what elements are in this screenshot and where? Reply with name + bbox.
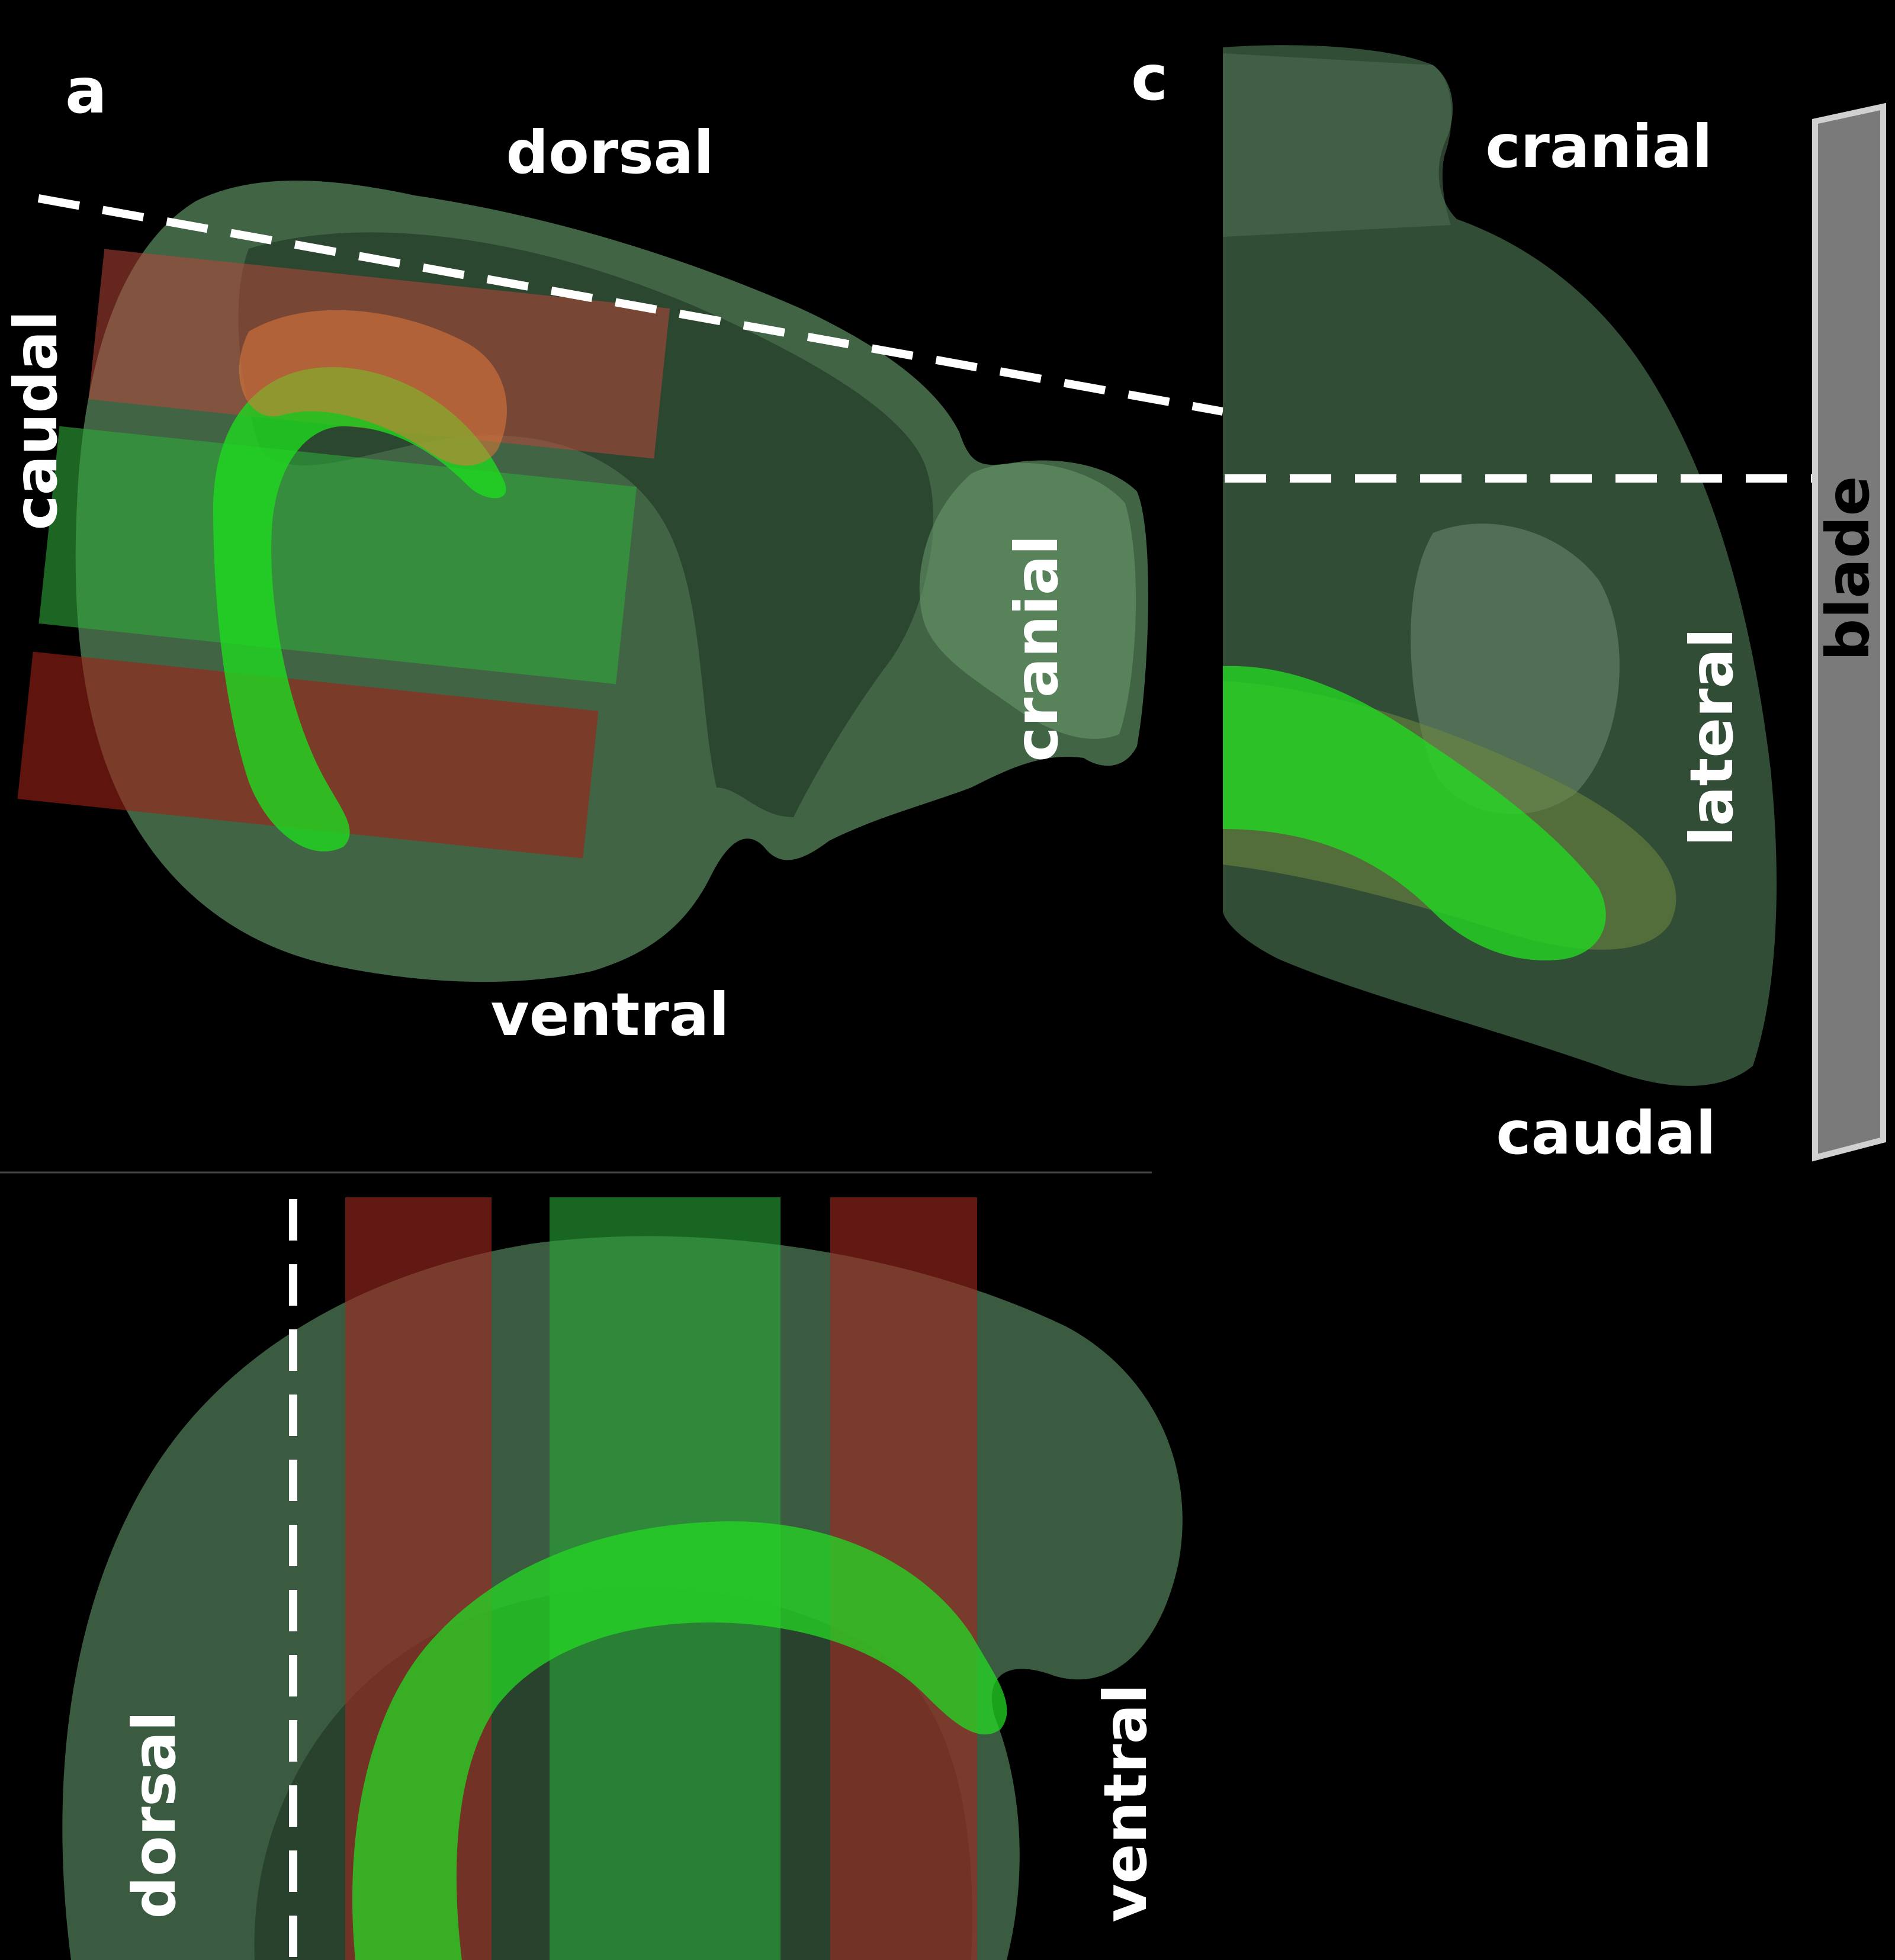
- panel-a-label-ventral: ventral: [490, 980, 729, 1049]
- panel-c-hippocampus: [1223, 666, 1606, 960]
- panel-a-letter: a: [65, 55, 107, 127]
- panel-b-label-ventral: ventral: [1091, 1683, 1160, 1922]
- panel-a-cranial-lobe: [919, 462, 1136, 739]
- panel-c-letter: c: [1131, 42, 1168, 114]
- panel-a-dashed-cut-line: [37, 194, 1224, 416]
- panel-a-label-dorsal: dorsal: [506, 118, 714, 187]
- panel-a-label-caudal: caudal: [1, 310, 70, 530]
- panel-a-label-cranial: cranial: [1002, 535, 1071, 761]
- panel-c-upper-lobe: [1223, 53, 1452, 237]
- panel-c-label-cranial: cranial: [1485, 112, 1712, 181]
- panel-a: a dorsal ventral caudal cranial: [1, 55, 1224, 1049]
- panel-b: b lateral dorsal ventral: [62, 1197, 1183, 1960]
- panel-c-label-blade: blade: [1813, 476, 1883, 661]
- panel-b-label-dorsal: dorsal: [120, 1711, 189, 1919]
- panel-a-hippocampus: [213, 367, 506, 852]
- panel-c-label-caudal: caudal: [1496, 1098, 1716, 1168]
- panel-c-label-lateral: lateral: [1677, 628, 1746, 846]
- panel-b-hippocampus: [352, 1521, 1007, 1960]
- panel-a-hippocampus-upper: [239, 310, 507, 466]
- panel-c: c cranial caudal lateral blade: [1131, 42, 1886, 1168]
- panel-c-blade: [1812, 102, 1886, 1162]
